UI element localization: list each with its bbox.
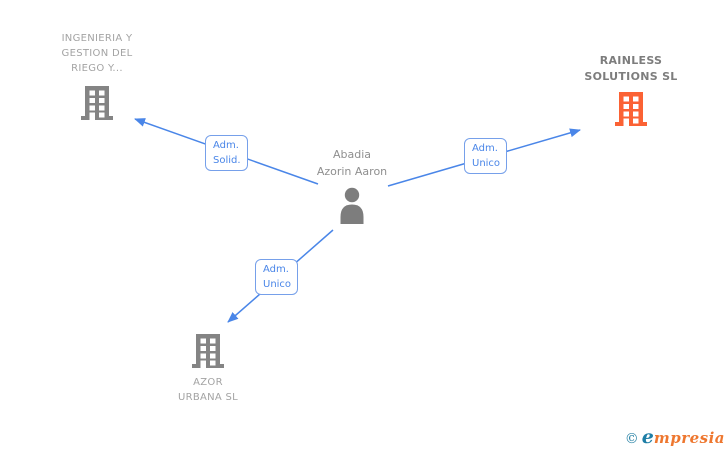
company-name: RAINLESS SOLUTIONS SL	[584, 54, 678, 83]
building-icon	[192, 334, 224, 368]
edge-label-adm-unico-right: Adm. Unico	[464, 138, 508, 174]
company-name: INGENIERIA Y GESTION DEL RIEGO Y...	[61, 33, 133, 74]
person-node[interactable]: Abadia Azorin Aaron	[292, 146, 412, 225]
brand-initial: e	[641, 426, 654, 448]
building-icon	[81, 86, 113, 120]
company-node-ingenieria[interactable]: INGENIERIA Y GESTION DEL RIEGO Y...	[37, 31, 157, 121]
person-icon	[340, 187, 364, 224]
copyright-icon: ©	[624, 431, 639, 447]
company-node-azor[interactable]: AZOR URBANA SL	[148, 333, 268, 405]
company-name: AZOR URBANA SL	[177, 377, 239, 403]
brand-name: mpresia	[653, 429, 725, 447]
edge-label-adm-solid: Adm. Solid.	[205, 135, 248, 171]
empresia-logo[interactable]: ©empresia	[625, 426, 725, 448]
edge-label-adm-unico-bottom: Adm. Unico	[255, 259, 299, 295]
company-node-rainless[interactable]: RAINLESS SOLUTIONS SL	[572, 53, 690, 127]
building-icon	[615, 92, 647, 126]
person-name: Abadia Azorin Aaron	[316, 148, 388, 178]
